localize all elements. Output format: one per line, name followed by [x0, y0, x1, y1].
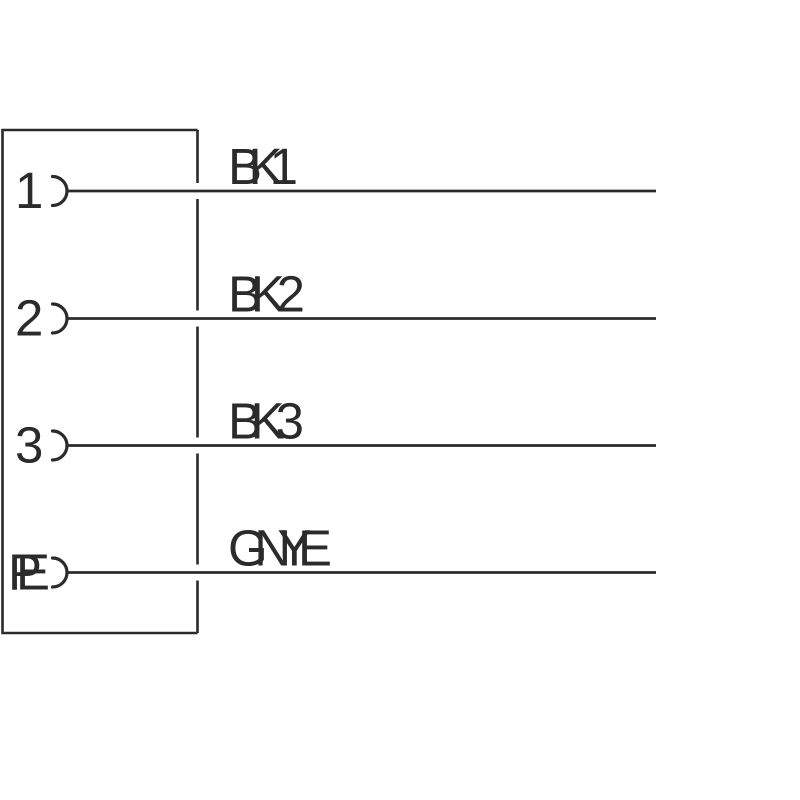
wire-lines	[67, 189, 656, 574]
pin2-number: 2	[15, 290, 43, 347]
labels: 1 2 3 PE BK 1 BK 2 BK 3 GN YE	[8, 138, 332, 601]
pin3-contact-arc	[50, 429, 69, 462]
linework	[1, 128, 656, 635]
pin1-contact-arc	[50, 174, 69, 208]
pinPE-contact-arc	[50, 556, 69, 589]
pin-contact-arcs	[50, 174, 69, 589]
pinPE-number: PE	[8, 544, 50, 601]
pin3-number: 3	[15, 417, 43, 474]
pin2-contact-arc	[50, 302, 69, 335]
wire1-label: BK 1	[228, 138, 298, 195]
wire4-label: GN YE	[228, 520, 332, 577]
connector-body-outline	[1, 128, 198, 635]
wire3-label: BK 3	[228, 393, 304, 450]
wire2-label: BK 2	[228, 266, 305, 323]
pin1-number: 1	[15, 162, 43, 219]
